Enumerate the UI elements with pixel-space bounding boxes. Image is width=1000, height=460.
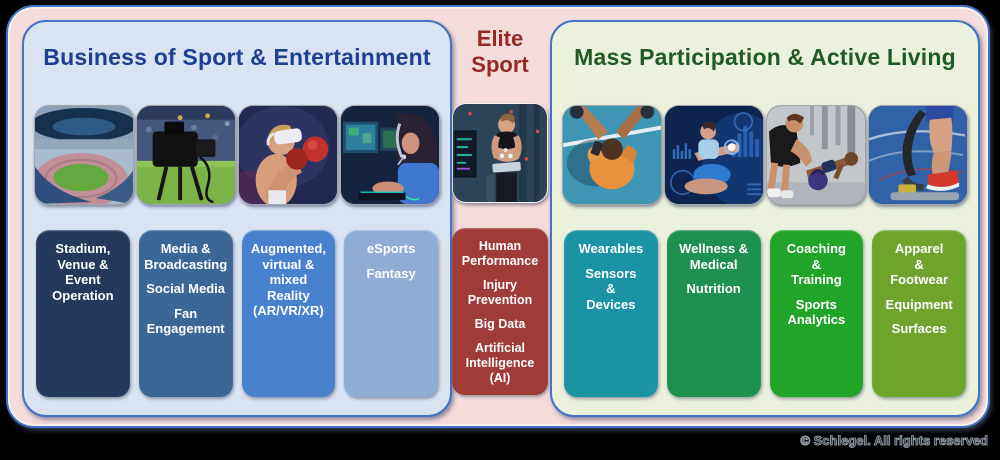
business-box-row: Stadium, Venue & Event Operation Media & … xyxy=(36,230,438,397)
box-label: Sports Analytics xyxy=(787,296,846,328)
business-title: Business of Sport & Entertainment xyxy=(43,44,431,70)
overhead-track-workout-photo xyxy=(562,105,662,205)
box-label: Sensors & Devices xyxy=(585,265,637,312)
box-label: Wellness & Medical xyxy=(679,241,749,272)
box-label: Stadium, Venue & Event Operation xyxy=(52,241,114,303)
box-label: Equipment xyxy=(885,296,953,312)
esports-gamer-photo xyxy=(340,105,440,205)
box-label: Wearables xyxy=(578,241,644,256)
box-label: Surfaces xyxy=(891,321,947,337)
box-label: Nutrition xyxy=(686,281,741,297)
box-ar-vr-xr: Augmented, virtual & mixed Reality (AR/V… xyxy=(241,230,336,397)
box-label: Fan Engagement xyxy=(146,305,225,337)
treadmill-test-photo xyxy=(452,103,548,203)
elite-title: Elite Sport xyxy=(471,26,529,77)
box-label: Social Media xyxy=(146,281,225,297)
stretching-analytics-photo xyxy=(664,105,764,205)
box-label: Artificial Intelligence (AI) xyxy=(465,341,535,385)
box-label: Injury Prevention xyxy=(467,278,533,307)
box-label: Augmented, virtual & mixed Reality (AR/V… xyxy=(250,241,326,319)
box-label: Media & Broadcasting xyxy=(144,241,228,272)
broadcast-camera-photo xyxy=(136,105,236,205)
gym-coaching-photo xyxy=(766,105,866,205)
box-label: Coaching & Training xyxy=(786,241,846,288)
box-label: Human Performance xyxy=(461,239,539,268)
mass-photo-row xyxy=(562,105,968,205)
box-label: Big Data xyxy=(474,317,526,331)
mass-title: Mass Participation & Active Living xyxy=(574,44,956,70)
panel-mass-participation: Mass Participation & Active Living xyxy=(550,20,980,417)
copyright-text: © Schlegel. All rights reserved xyxy=(800,433,988,449)
business-photo-row xyxy=(34,105,440,205)
box-label: Apparel & Footwear xyxy=(890,241,949,288)
stadium-photo xyxy=(34,105,134,205)
panel-business-of-sport: Business of Sport & Entertainment xyxy=(22,20,452,417)
vr-boxing-photo xyxy=(238,105,338,205)
box-stadium-venue-event: Stadium, Venue & Event Operation xyxy=(36,230,130,397)
box-label: eSports xyxy=(366,241,416,256)
box-label: Fantasy xyxy=(366,265,416,281)
blade-runner-photo xyxy=(868,105,968,205)
